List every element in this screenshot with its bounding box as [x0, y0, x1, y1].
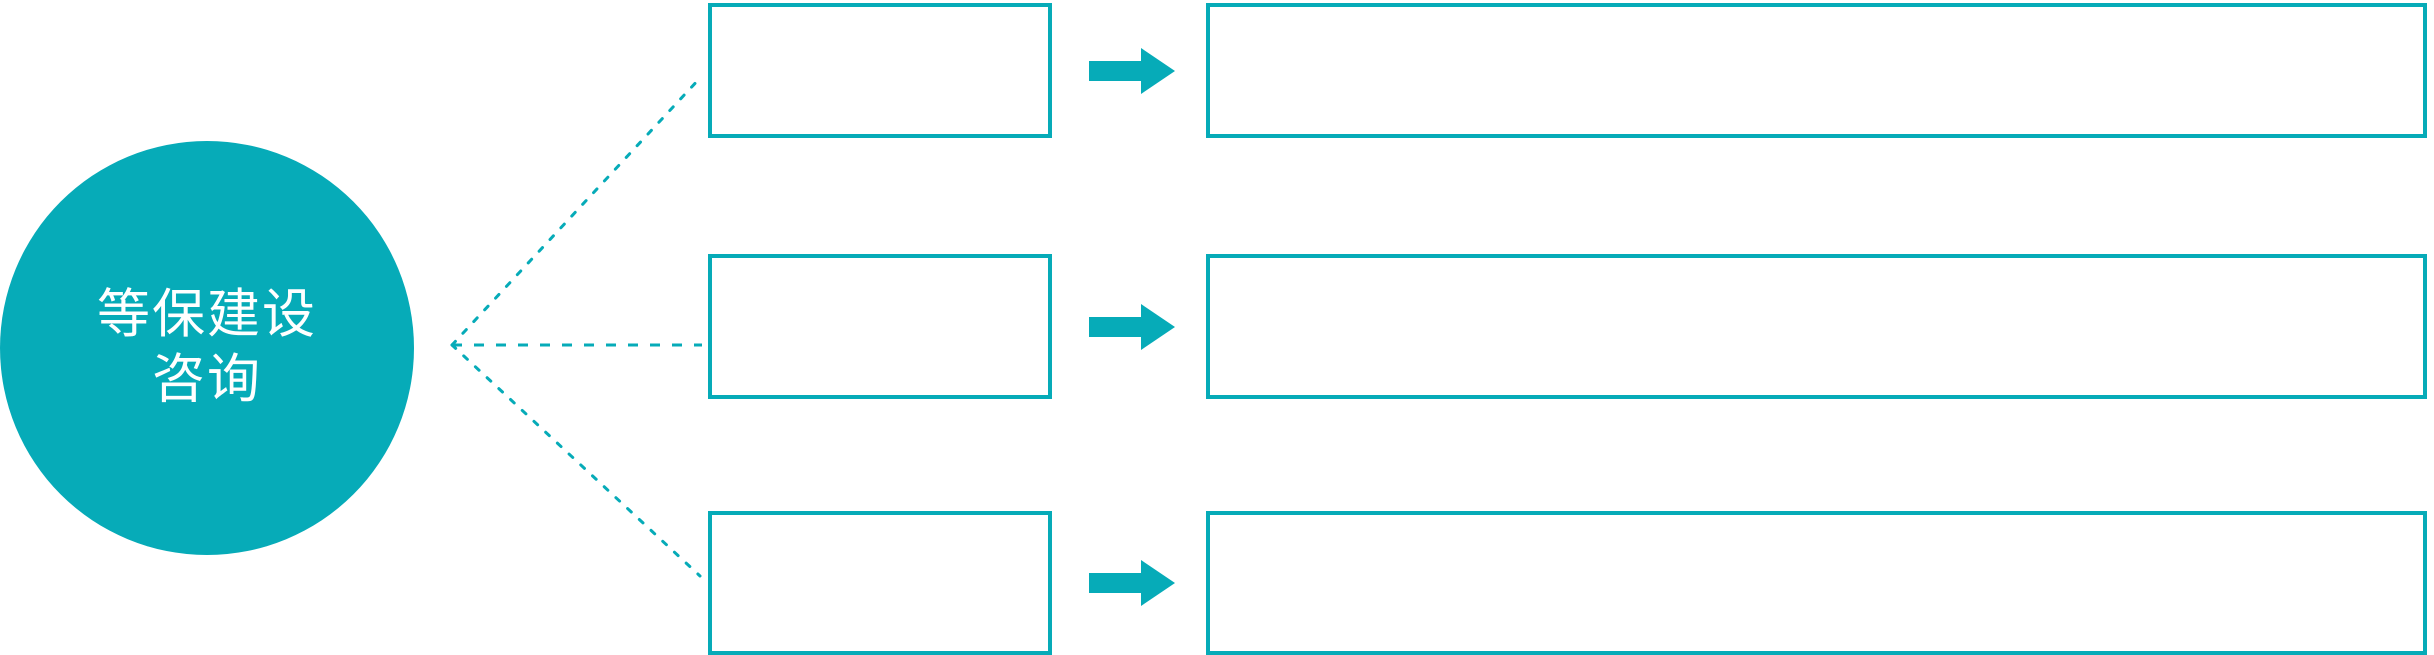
row-3-label-box[interactable]: [708, 511, 1052, 655]
row-2-label-box[interactable]: [708, 254, 1052, 399]
row-3-detail-box[interactable]: [1206, 511, 2427, 655]
right-block-arrow-icon: [1089, 303, 1175, 350]
row-1-detail-box[interactable]: [1206, 3, 2427, 138]
row-2-detail-box[interactable]: [1206, 254, 2427, 399]
hub-label-line-1: 等保建设: [97, 284, 317, 346]
hub-label-line-2: 咨询: [152, 349, 262, 410]
right-block-arrow-icon: [1089, 47, 1175, 94]
hub-node-circle[interactable]: 等保建设 咨询: [0, 141, 414, 555]
diagram-row: [0, 254, 2434, 399]
right-block-arrow-icon: [1089, 560, 1175, 606]
diagram-row: [0, 3, 2434, 138]
diagram-row: [0, 511, 2434, 655]
row-1-label-box[interactable]: [708, 3, 1052, 138]
